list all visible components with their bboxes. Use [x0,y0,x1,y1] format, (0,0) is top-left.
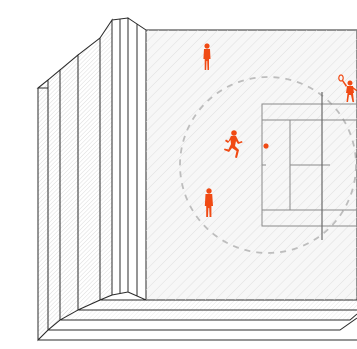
court-field [146,30,357,300]
slab-1-hatch [38,80,48,340]
slab-bottom-hatch [100,300,357,310]
slab-2-hatch [48,70,60,330]
slab-bottom-hatch-2 [60,310,357,320]
slab-3-hatch [60,55,78,320]
ball-icon [263,143,268,148]
slab-5-hatch [100,20,112,300]
slab-4-hatch [78,38,100,310]
